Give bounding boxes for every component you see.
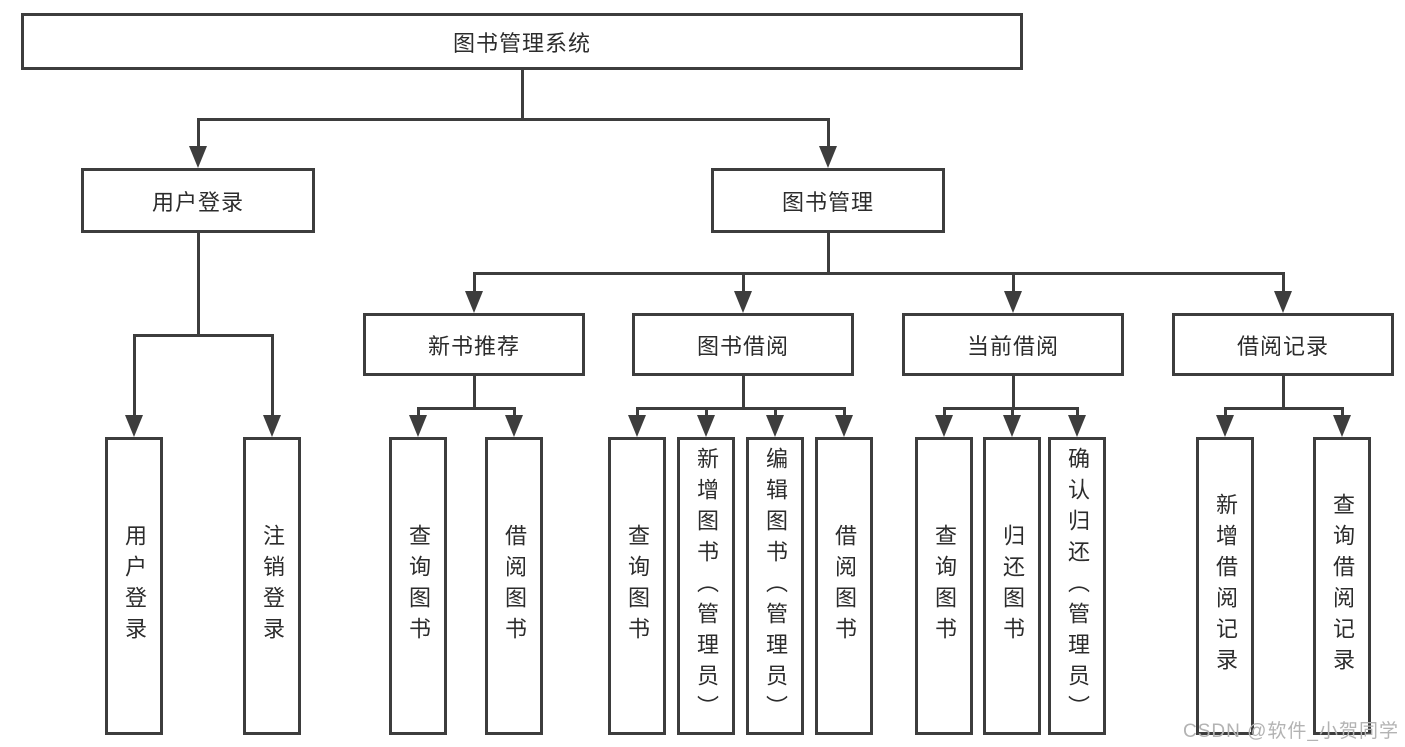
connector-root-stem <box>521 69 524 121</box>
arrowhead-br-query <box>1333 415 1351 437</box>
arrowhead-cb-query <box>935 415 953 437</box>
connector-drop-br-add <box>1224 407 1227 421</box>
arrowhead-nbr-borrow <box>505 415 523 437</box>
leaf-bb-edit-book-label: 编辑图书（管理员） <box>763 446 788 726</box>
connector-book-borrow-rail <box>636 407 846 410</box>
connector-drop-book-borrow <box>742 272 745 298</box>
node-current-borrow-label: 当前借阅 <box>966 333 1059 359</box>
leaf-bb-borrow-book: 借阅图书 <box>815 437 873 735</box>
leaf-user-login: 用户登录 <box>105 437 163 735</box>
leaf-nbr-borrow-book: 借阅图书 <box>485 437 543 735</box>
arrowhead-book-borrow <box>734 291 752 313</box>
csdn-watermark: CSDN @软件_小贺同学 <box>1183 721 1399 742</box>
leaf-nbr-borrow-book-label: 借阅图书 <box>502 524 527 648</box>
connector-book-borrow-stem <box>742 375 745 410</box>
leaf-user-login-label: 用户登录 <box>122 524 147 648</box>
connector-drop-current-borrow <box>1012 272 1015 298</box>
connector-book-mgmt-stem <box>827 232 830 275</box>
arrowhead-leaf-login <box>125 415 143 437</box>
node-user-login: 用户登录 <box>81 168 315 233</box>
node-book-borrow: 图书借阅 <box>632 313 854 376</box>
arrowhead-user-login <box>189 146 207 168</box>
connector-user-login-stem <box>197 232 200 337</box>
leaf-cb-return-book-label: 归还图书 <box>1000 524 1025 648</box>
leaf-br-add-record-label: 新增借阅记录 <box>1213 493 1238 679</box>
node-root-label: 图书管理系统 <box>452 30 591 56</box>
connector-drop-nbr-query <box>417 407 420 421</box>
connector-root-rail <box>197 118 830 121</box>
connector-drop-new-book-rec <box>473 272 476 298</box>
leaf-br-add-record: 新增借阅记录 <box>1196 437 1254 735</box>
node-user-login-label: 用户登录 <box>151 189 244 215</box>
connector-new-book-rec-rail <box>417 407 516 410</box>
connector-borrow-records-stem <box>1282 375 1285 410</box>
leaf-cb-query-book-label: 查询图书 <box>932 524 957 648</box>
leaf-nbr-query-book-label: 查询图书 <box>406 524 431 648</box>
arrowhead-cb-confirm <box>1068 415 1086 437</box>
arrowhead-br-add <box>1216 415 1234 437</box>
arrowhead-bb-edit <box>766 415 784 437</box>
arrowhead-book-mgmt <box>819 146 837 168</box>
connector-drop-book-mgmt <box>827 118 830 152</box>
leaf-bb-query-book-label: 查询图书 <box>625 524 650 648</box>
connector-drop-bb-borrow <box>843 407 846 421</box>
leaf-br-query-record-label: 查询借阅记录 <box>1330 493 1355 679</box>
node-root: 图书管理系统 <box>21 13 1023 70</box>
node-current-borrow: 当前借阅 <box>902 313 1124 376</box>
connector-drop-bb-add <box>705 407 708 421</box>
connector-drop-bb-edit <box>774 407 777 421</box>
arrowhead-nbr-query <box>409 415 427 437</box>
connector-book-mgmt-rail <box>473 272 1285 275</box>
leaf-bb-query-book: 查询图书 <box>608 437 666 735</box>
connector-drop-nbr-borrow <box>513 407 516 421</box>
leaf-bb-edit-book: 编辑图书（管理员） <box>746 437 804 735</box>
arrowhead-current-borrow <box>1004 291 1022 313</box>
leaf-nbr-query-book: 查询图书 <box>389 437 447 735</box>
arrowhead-cb-return <box>1003 415 1021 437</box>
arrowhead-borrow-records <box>1274 291 1292 313</box>
leaf-logout: 注销登录 <box>243 437 301 735</box>
connector-drop-borrow-records <box>1282 272 1285 298</box>
node-new-book-rec: 新书推荐 <box>363 313 585 376</box>
connector-drop-bb-query <box>636 407 639 421</box>
node-borrow-records-label: 借阅记录 <box>1236 333 1329 359</box>
leaf-cb-return-book: 归还图书 <box>983 437 1041 735</box>
connector-drop-user-login <box>197 118 200 152</box>
arrowhead-new-book-rec <box>465 291 483 313</box>
leaf-br-query-record: 查询借阅记录 <box>1313 437 1371 735</box>
node-new-book-rec-label: 新书推荐 <box>427 333 520 359</box>
connector-user-login-rail <box>133 334 274 337</box>
arrowhead-bb-add <box>697 415 715 437</box>
arrowhead-bb-borrow <box>835 415 853 437</box>
connector-drop-cb-return <box>1011 407 1014 421</box>
connector-new-book-rec-stem <box>473 375 476 410</box>
leaf-logout-label: 注销登录 <box>260 524 285 648</box>
leaf-bb-add-book: 新增图书（管理员） <box>677 437 735 735</box>
node-book-mgmt-label: 图书管理 <box>781 189 874 215</box>
node-book-borrow-label: 图书借阅 <box>696 333 789 359</box>
connector-drop-leaf-logout <box>271 334 274 421</box>
leaf-bb-borrow-book-label: 借阅图书 <box>832 524 857 648</box>
arrowhead-bb-query <box>628 415 646 437</box>
node-book-mgmt: 图书管理 <box>711 168 945 233</box>
node-borrow-records: 借阅记录 <box>1172 313 1394 376</box>
leaf-bb-add-book-label: 新增图书（管理员） <box>694 446 719 726</box>
connector-drop-cb-query <box>943 407 946 421</box>
connector-drop-br-query <box>1341 407 1344 421</box>
connector-drop-leaf-login <box>133 334 136 421</box>
leaf-cb-confirm-return: 确认归还（管理员） <box>1048 437 1106 735</box>
leaf-cb-confirm-return-label: 确认归还（管理员） <box>1065 446 1090 726</box>
leaf-cb-query-book: 查询图书 <box>915 437 973 735</box>
connector-current-borrow-stem <box>1012 375 1015 410</box>
arrowhead-leaf-logout <box>263 415 281 437</box>
connector-drop-cb-confirm <box>1076 407 1079 421</box>
connector-borrow-records-rail <box>1224 407 1344 410</box>
